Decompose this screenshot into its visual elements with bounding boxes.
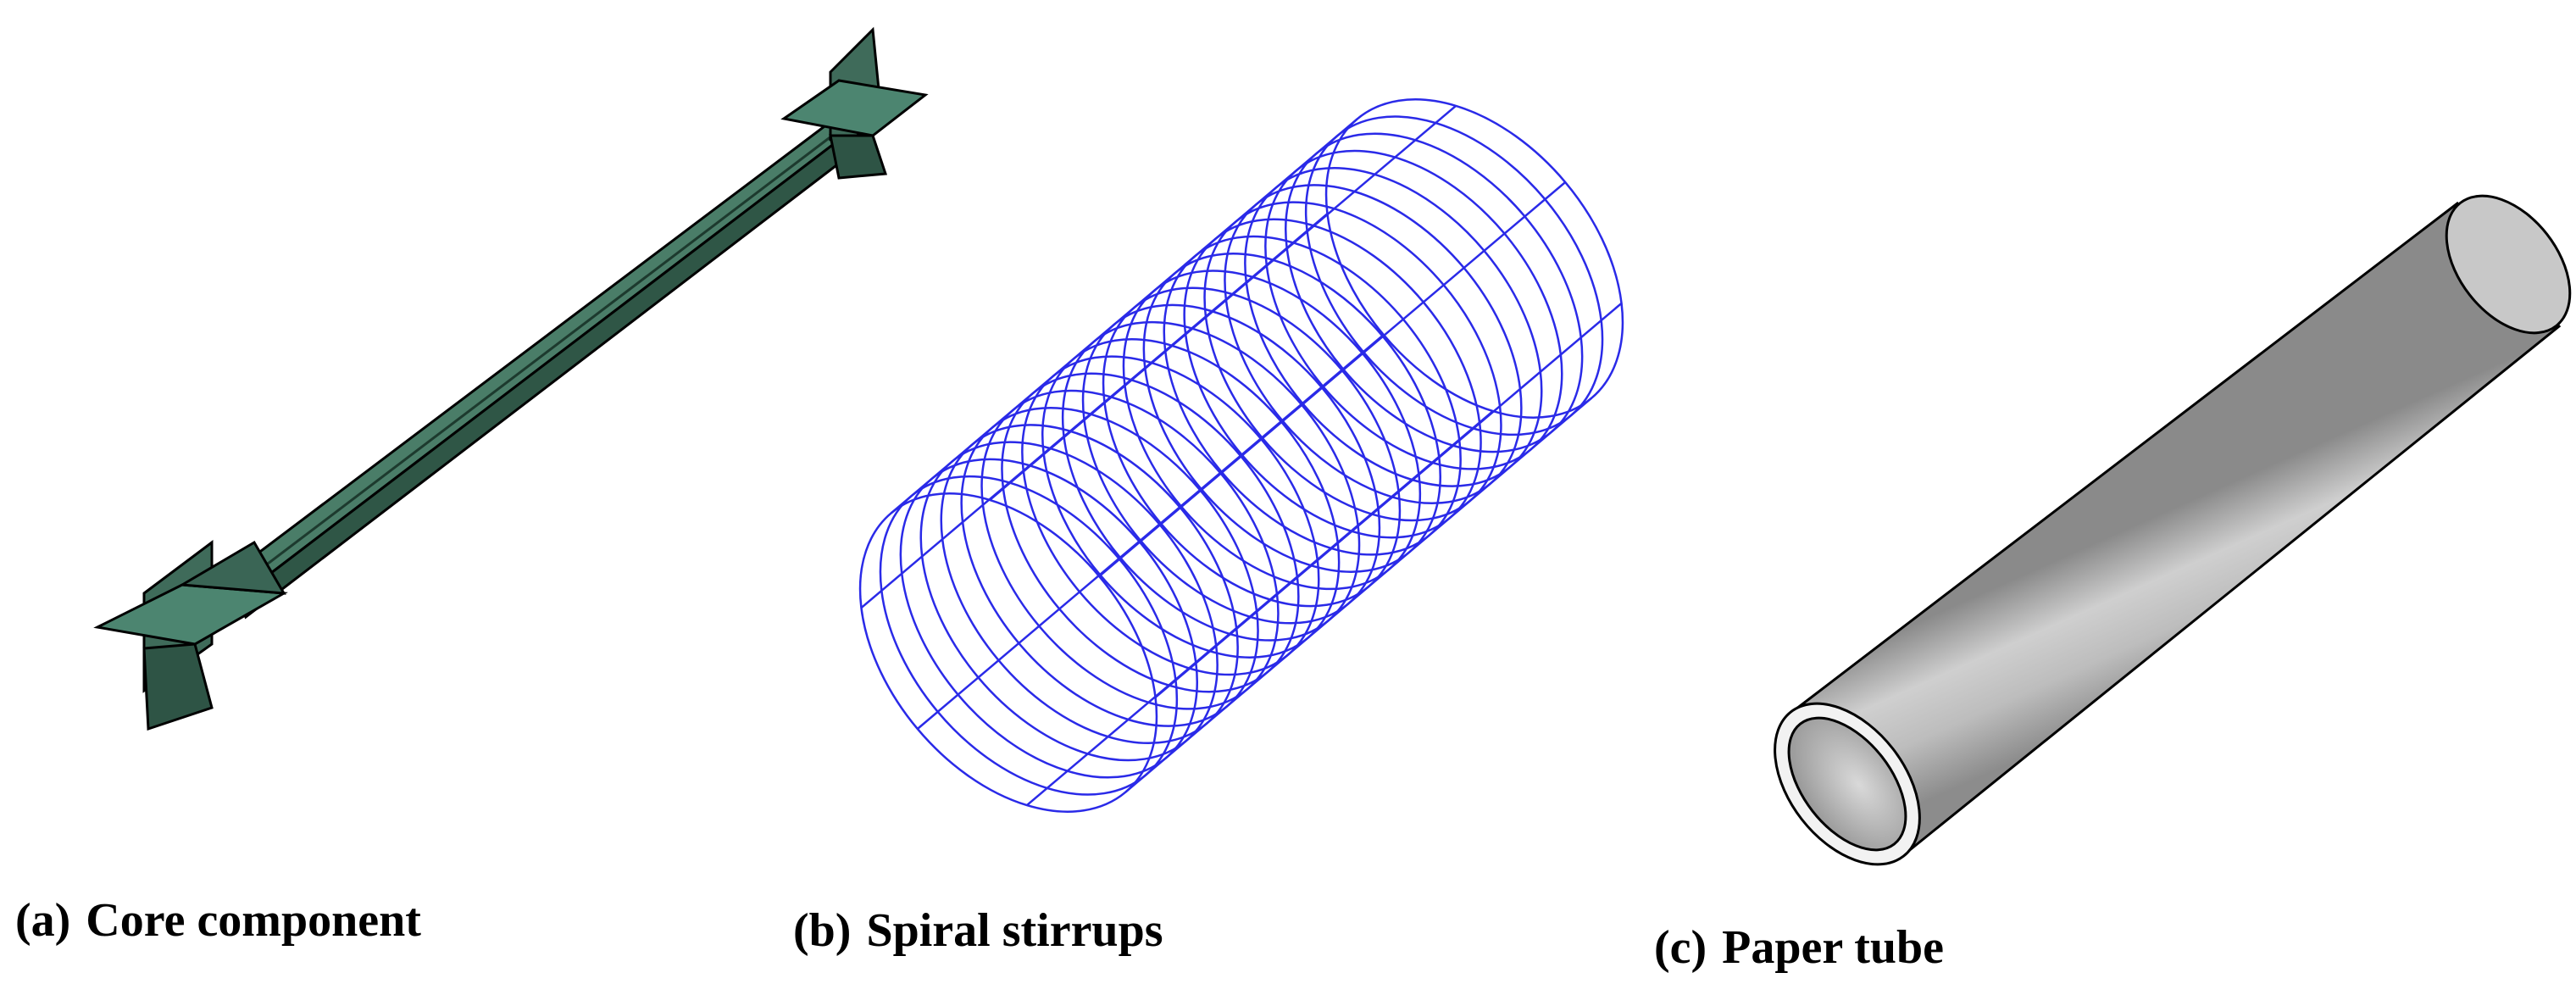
core-bar-groove [228,124,847,595]
paper-tube-body [1790,201,2562,859]
core-right-fin-horizontal [780,79,929,137]
paper-tube-bore [1787,716,1907,852]
longitudinal-bar [916,334,1385,730]
core-right-fin-lower [829,134,888,180]
longitudinal-bar [890,118,1358,514]
caption-core-component: (a) Core component [15,897,421,944]
caption-b-text: Spiral stirrups [866,904,1163,957]
caption-a-letter: (a) [15,894,71,947]
caption-spiral-stirrups: (b) Spiral stirrups [793,907,1163,954]
longitudinal-bar [1026,410,1494,807]
core-bar-side [237,125,859,620]
longitudinal-bar [1124,397,1593,793]
core-left-fin-back [178,540,286,595]
caption-b-letter: (b) [793,904,852,957]
caption-c-letter: (c) [1654,921,1707,974]
core-left-fin-horizontal [93,583,288,646]
spiral-stirrups [858,98,1624,813]
core-left-fin-lower [142,642,214,731]
caption-paper-tube: (c) Paper tube [1654,924,1944,971]
paper-tube [1774,194,2572,866]
paper-tube-far-end [2445,194,2572,335]
caption-c-text: Paper tube [1722,921,1944,974]
caption-a-text: Core component [86,894,421,947]
longitudinal-bar [989,104,1457,501]
core-component [93,26,929,731]
